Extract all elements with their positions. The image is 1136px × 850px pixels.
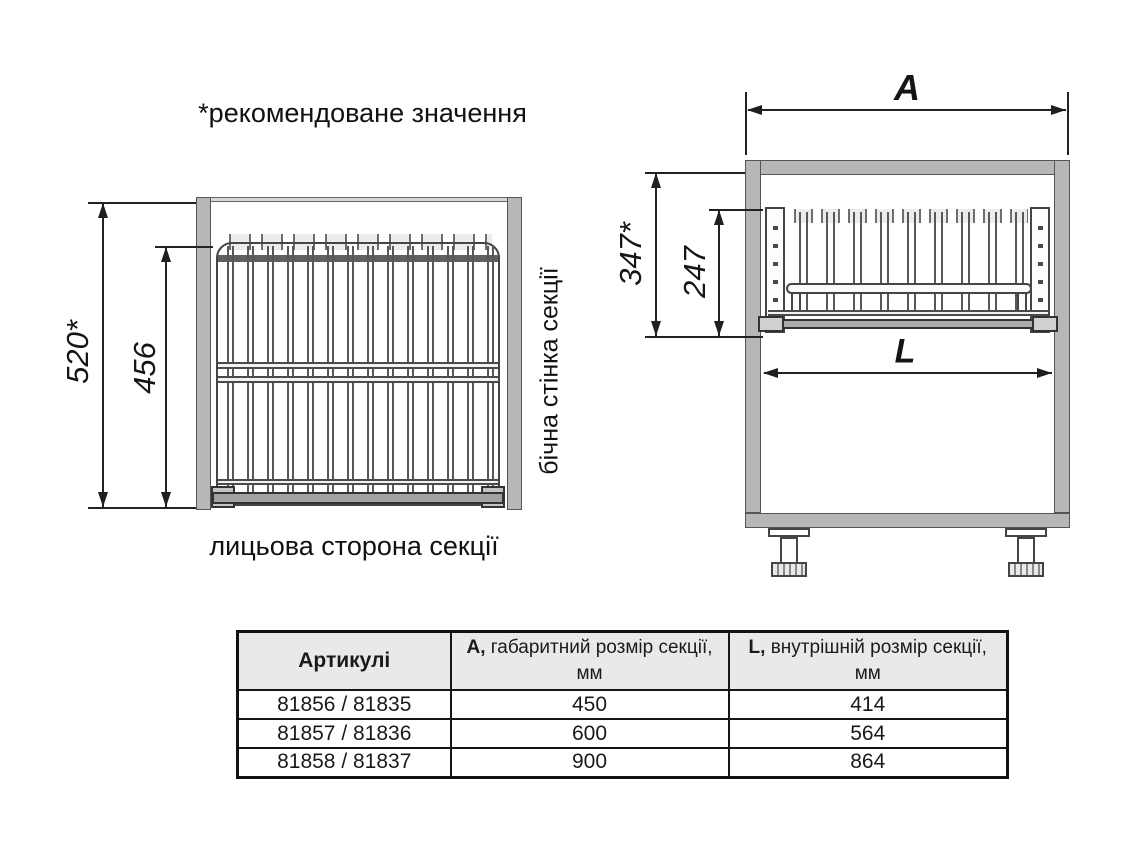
dim-A-ext-right bbox=[1067, 92, 1069, 155]
col-header-A-prefix: A, bbox=[466, 637, 486, 658]
leg-right-flange bbox=[1005, 528, 1047, 537]
dim-L-arrow-right-icon bbox=[1037, 368, 1052, 378]
spec-table: Артикулі A, габаритний розмір секції, мм… bbox=[236, 630, 1009, 779]
cell-l: 864 bbox=[727, 747, 1009, 778]
dim-A-line bbox=[748, 109, 1066, 111]
dim-347-ext-top bbox=[645, 172, 745, 174]
dim-A-arrow-left-icon bbox=[747, 105, 762, 115]
col-header-A: A, габаритний розмір секції, мм bbox=[449, 630, 730, 691]
cell-a: 900 bbox=[449, 747, 730, 778]
table-row: 81857 / 81836 600 564 bbox=[236, 718, 1009, 749]
col-header-A-text: габаритний розмір секції, bbox=[485, 637, 713, 658]
dim-520-ext-bottom bbox=[88, 507, 196, 509]
dim-520-line bbox=[102, 204, 104, 507]
col-header-L-unit: мм bbox=[854, 663, 881, 684]
dim-247-line bbox=[718, 211, 720, 336]
dim-L-arrow-left-icon bbox=[763, 368, 778, 378]
side-basket-mount-bracket-left bbox=[765, 207, 785, 333]
front-section-side-wall-right bbox=[507, 197, 522, 510]
cabinet-bottom-panel bbox=[745, 513, 1070, 528]
dim-347-label: 347* bbox=[613, 222, 648, 286]
side-basket-bottom-rail bbox=[768, 310, 1048, 316]
side-basket-slide-end-right bbox=[1032, 316, 1058, 332]
front-section-top-edge bbox=[196, 197, 522, 202]
dim-247-ext-top bbox=[709, 209, 763, 211]
dim-L-label: L bbox=[894, 332, 916, 371]
cabinet-top-panel bbox=[745, 160, 1070, 175]
basket-wire-bars bbox=[220, 246, 496, 498]
dim-347-line bbox=[655, 174, 657, 336]
leg-right-stem bbox=[1017, 537, 1035, 564]
front-side-caption: лицьова сторона секції bbox=[209, 531, 499, 561]
table-row: 81856 / 81835 450 414 bbox=[236, 689, 1009, 720]
dim-347-arrow-up-icon bbox=[651, 173, 661, 188]
cell-article: 81856 / 81835 bbox=[236, 689, 452, 720]
dim-247-arrow-down-icon bbox=[714, 321, 724, 336]
dim-456-line bbox=[165, 248, 167, 507]
col-header-A-unit: мм bbox=[576, 663, 603, 684]
dim-520-arrow-up-icon bbox=[98, 203, 108, 218]
side-basket-slide bbox=[760, 319, 1056, 329]
col-header-articles: Артикулі bbox=[236, 630, 452, 691]
leg-left-stem bbox=[780, 537, 798, 564]
basket-middle-rail-upper bbox=[218, 362, 498, 369]
cabinet-wall-right bbox=[1054, 160, 1070, 513]
cell-a: 450 bbox=[449, 689, 730, 720]
bracket-holes-right bbox=[1037, 217, 1043, 317]
dim-A-ext-left bbox=[745, 92, 747, 155]
side-basket-rail-bend-left bbox=[791, 290, 801, 315]
recommended-value-note: *рекомендоване значення bbox=[198, 98, 527, 128]
cell-l: 564 bbox=[727, 718, 1009, 749]
dim-247-arrow-up-icon bbox=[714, 210, 724, 225]
basket-middle-rail-lower bbox=[218, 376, 498, 383]
leg-right-foot bbox=[1008, 562, 1044, 577]
table-row: 81858 / 81837 900 864 bbox=[236, 747, 1009, 778]
side-basket-slide-end-left bbox=[758, 316, 784, 332]
cell-l: 414 bbox=[727, 689, 1009, 720]
col-header-L-prefix: L, bbox=[748, 637, 766, 658]
dim-456-ext-top bbox=[155, 246, 213, 248]
dim-456-arrow-up-icon bbox=[161, 247, 171, 262]
col-header-L-text: внутрішній розмір секції, bbox=[765, 637, 987, 658]
dim-520-label: 520* bbox=[60, 320, 95, 384]
basket-frame bbox=[216, 242, 500, 506]
leg-left-flange bbox=[768, 528, 810, 537]
cell-article: 81858 / 81837 bbox=[236, 747, 452, 778]
bracket-holes-left bbox=[772, 217, 778, 317]
cell-article: 81857 / 81836 bbox=[236, 718, 452, 749]
dim-A-arrow-right-icon bbox=[1051, 105, 1066, 115]
side-basket-bars bbox=[790, 212, 1028, 310]
basket-bottom-rail bbox=[218, 479, 498, 485]
side-basket-rail-bend-right bbox=[1017, 290, 1027, 315]
dim-347-ext-bottom bbox=[645, 336, 763, 338]
dim-A-label: A bbox=[894, 67, 920, 108]
dim-L-line bbox=[764, 372, 1052, 374]
side-basket-front-rail bbox=[786, 283, 1032, 294]
basket-bottom-tray bbox=[212, 492, 504, 504]
side-wall-label: бічна стінка секції bbox=[535, 267, 564, 475]
dim-520-arrow-down-icon bbox=[98, 492, 108, 507]
side-basket-mount-bracket-right bbox=[1030, 207, 1050, 333]
dim-456-arrow-down-icon bbox=[161, 492, 171, 507]
front-section-side-wall-left bbox=[196, 197, 211, 510]
col-header-L: L, внутрішній розмір секції, мм bbox=[727, 630, 1009, 691]
cell-a: 600 bbox=[449, 718, 730, 749]
spec-table-header-row: Артикулі A, габаритний розмір секції, мм… bbox=[236, 630, 1009, 691]
leg-left-foot bbox=[771, 562, 807, 577]
dim-247-label: 247 bbox=[677, 246, 712, 298]
dim-456-label: 456 bbox=[127, 342, 162, 394]
dim-347-arrow-down-icon bbox=[651, 321, 661, 336]
dim-520-ext-top bbox=[88, 202, 196, 204]
